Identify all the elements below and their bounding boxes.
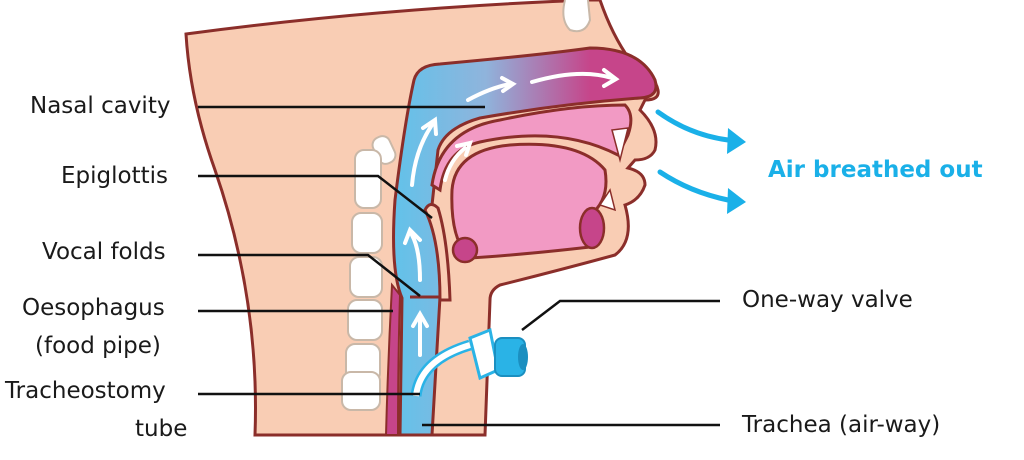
air-out-arrows [655, 109, 731, 203]
epiglottis [423, 203, 452, 302]
tongue-base [451, 236, 479, 264]
label-vocal-folds: Vocal folds [42, 239, 166, 265]
airflow-arrows [403, 68, 620, 357]
arrowhead-upper [727, 128, 746, 154]
lower-gum [578, 206, 606, 250]
label-epiglottis: Epiglottis [61, 163, 168, 189]
label-oesophagus: Oesophagus [22, 295, 165, 321]
pointer-lines [198, 105, 720, 427]
palate [430, 103, 633, 193]
label-tube: tube [135, 416, 188, 442]
label-trachea: Trachea (air-way) [742, 412, 941, 438]
label-air-breathed-out: Air breathed out [768, 157, 983, 183]
oesophagus [384, 282, 402, 436]
label-one-way-valve: One-way valve [742, 287, 913, 313]
teeth [598, 127, 629, 212]
label-food-pipe: (food pipe) [35, 333, 161, 359]
nasal-bone [562, 0, 592, 33]
label-tracheostomy: Tracheostomy [5, 378, 166, 404]
arrowhead-lower [727, 188, 746, 214]
label-nasal-cavity: Nasal cavity [30, 93, 171, 119]
